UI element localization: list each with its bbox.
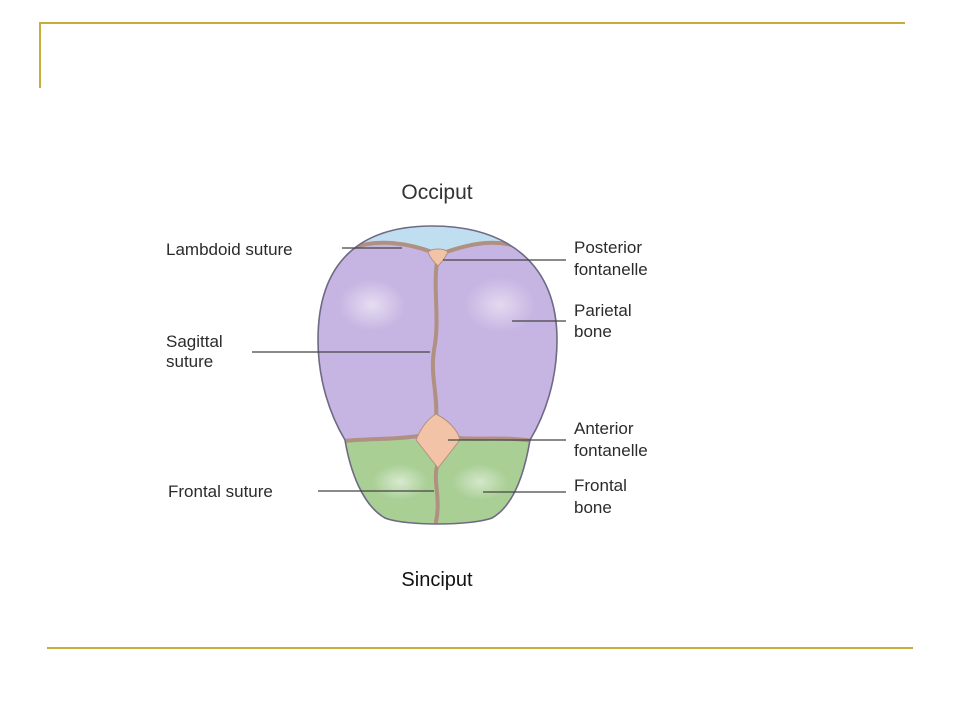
label-parietal-line1: Parietal [574, 301, 632, 320]
label-posterior-fontanelle: Posterior fontanelle [574, 238, 648, 279]
frontal-suture [433, 464, 440, 524]
parietal-highlight-left [338, 279, 406, 331]
label-parietal-line2: bone [574, 322, 612, 341]
slide-left-rule [39, 22, 41, 88]
parietal-highlight-right [464, 277, 536, 333]
frontal-highlight-right [452, 464, 508, 500]
skull-bones [318, 226, 557, 524]
label-sagittal-line1: Sagittal [166, 332, 223, 351]
label-anterior-line1: Anterior [574, 419, 634, 438]
label-anterior-line2: fontanelle [574, 441, 648, 460]
label-frontal-bone-line1: Frontal [574, 476, 627, 495]
label-lambdoid-suture: Lambdoid suture [166, 240, 293, 259]
label-sagittal-suture: Sagittal suture [166, 332, 227, 371]
label-lambdoid-line1: Lambdoid suture [166, 240, 293, 259]
slide-bottom-rule [47, 647, 913, 649]
skull-outline [317, 225, 558, 525]
label-frontal-bone-line2: bone [574, 498, 612, 517]
sagittal-suture [430, 260, 439, 420]
label-frontal-suture: Frontal suture [168, 482, 273, 501]
anterior-fontanelle [415, 413, 461, 469]
label-parietal-bone: Parietal bone [574, 301, 636, 341]
label-posterior-line1: Posterior [574, 238, 642, 257]
label-frontal-bone: Frontal bone [574, 476, 632, 517]
label-anterior-fontanelle: Anterior fontanelle [574, 419, 648, 460]
diagram-caption: Sinciput [401, 569, 473, 591]
label-posterior-line2: fontanelle [574, 260, 648, 279]
frontal-highlight-left [372, 464, 428, 500]
slide-top-rule [39, 22, 905, 24]
label-frontal-suture-line1: Frontal suture [168, 482, 273, 501]
diagram-title: Occiput [401, 181, 472, 204]
label-sagittal-line2: suture [166, 352, 213, 371]
